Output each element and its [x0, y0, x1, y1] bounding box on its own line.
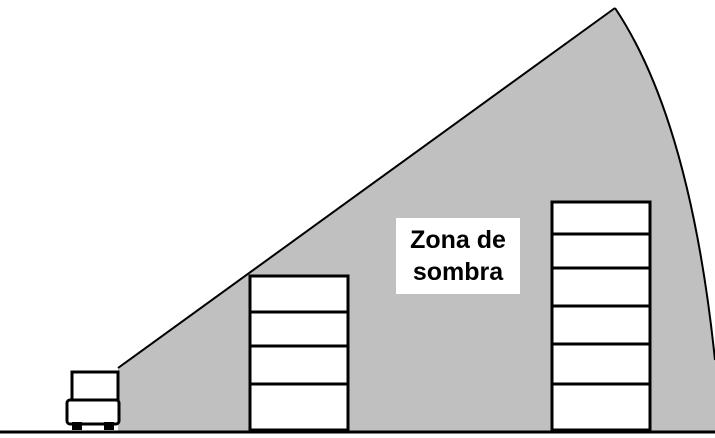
transmitter-icon [65, 370, 121, 430]
shadow-zone-label-line1: Zona de [410, 226, 506, 254]
shadow-zone-label-line2: sombra [412, 258, 504, 286]
line-of-sight [117, 7, 616, 369]
short-building [248, 274, 350, 432]
tall-building [550, 200, 652, 432]
coverage-arc [614, 7, 715, 361]
shadow-zone-label: Zona de sombra [396, 218, 520, 294]
